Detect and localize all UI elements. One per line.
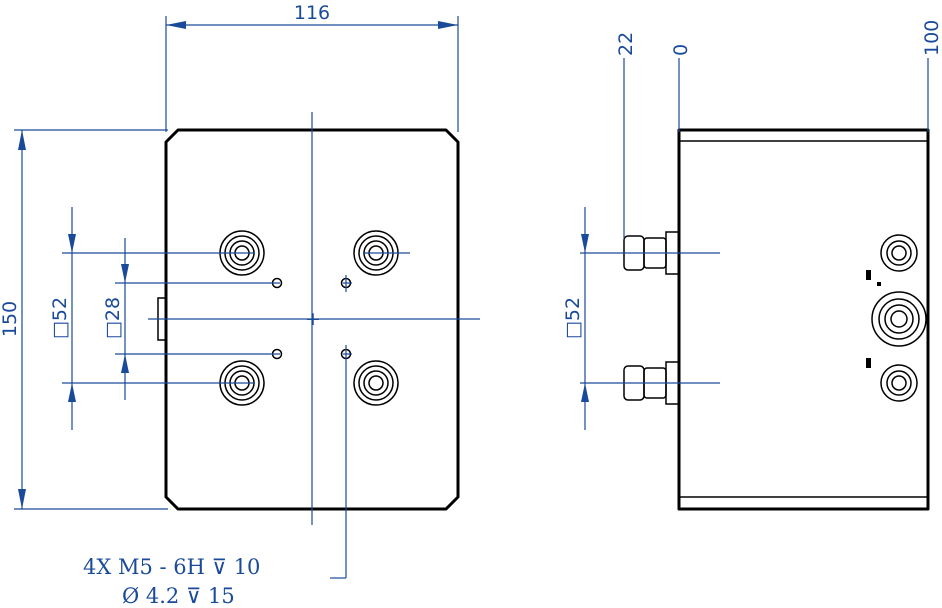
front-view: +: [0, 2, 480, 578]
side-position-22: 22: [615, 32, 637, 56]
thread-note: 4X M5 - 6H ⊽ 10 Ø 4.2 ⊽ 15: [83, 555, 346, 608]
side-square-label: □52: [562, 297, 584, 339]
side-connector-top: [880, 234, 918, 272]
side-connector-center: [871, 291, 927, 347]
note-line-2: Ø 4.2 ⊽ 15: [122, 584, 235, 608]
front-height-label: 150: [0, 301, 21, 337]
side-position-0: 0: [670, 44, 692, 56]
note-line-1: 4X M5 - 6H ⊽ 10: [83, 555, 260, 579]
front-inner-square-label: □28: [102, 297, 124, 339]
front-view-outline: [164, 128, 460, 511]
connector-bottom-right: [353, 360, 399, 406]
front-width-label: 116: [294, 2, 330, 24]
side-connector-bottom: [880, 364, 918, 402]
center-mark: +: [305, 308, 321, 330]
side-position-100: 100: [921, 20, 942, 56]
side-marking-glyphs: [866, 270, 881, 368]
side-view: □52 22 0 100: [562, 20, 942, 511]
front-outer-square-label: □52: [49, 297, 71, 339]
